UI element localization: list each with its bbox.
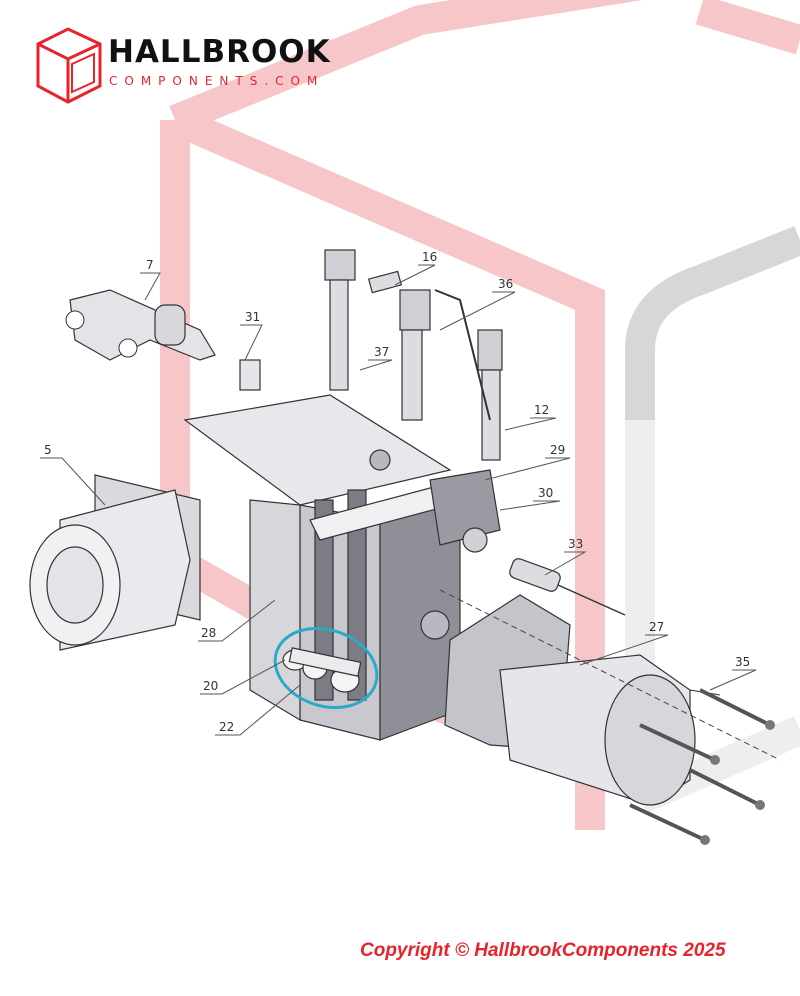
callout-35: 35: [735, 655, 750, 669]
central-frame: [183, 394, 471, 741]
callout-22: 22: [219, 720, 234, 734]
highlight-ellipse: [273, 626, 379, 710]
callout-36: 36: [498, 277, 513, 291]
callout-27: 27: [649, 620, 664, 634]
callout-16: 16: [422, 250, 437, 264]
screws: [439, 589, 781, 845]
pin-part: [509, 558, 626, 616]
rollers: [282, 647, 362, 693]
gear-block: [429, 469, 501, 553]
callout-30: 30: [538, 486, 553, 500]
copyright-notice: Copyright © HallbrookComponents 2025: [360, 940, 726, 961]
motor-right: [444, 594, 721, 806]
cube-logo-icon: [36, 27, 102, 104]
callout-20: 20: [203, 679, 218, 693]
brand-name: HALLBROOK: [108, 34, 331, 70]
top-pins: [239, 249, 503, 461]
callout-28: 28: [201, 626, 216, 640]
callout-7: 7: [146, 258, 154, 272]
callout-12: 12: [534, 403, 549, 417]
motor-left: [29, 474, 201, 651]
callout-5: 5: [44, 443, 52, 457]
leader-lines: [40, 264, 757, 736]
lever-part: [65, 289, 216, 361]
brand-subtitle: COMPONENTS.COM: [109, 74, 325, 88]
callout-33: 33: [568, 537, 583, 551]
callout-31: 31: [245, 310, 260, 324]
callout-29: 29: [550, 443, 565, 457]
callout-labels: 7 16 36 31 37 12 29 30 5 33 28 20 22 27 …: [44, 250, 750, 734]
callout-37: 37: [374, 345, 389, 359]
